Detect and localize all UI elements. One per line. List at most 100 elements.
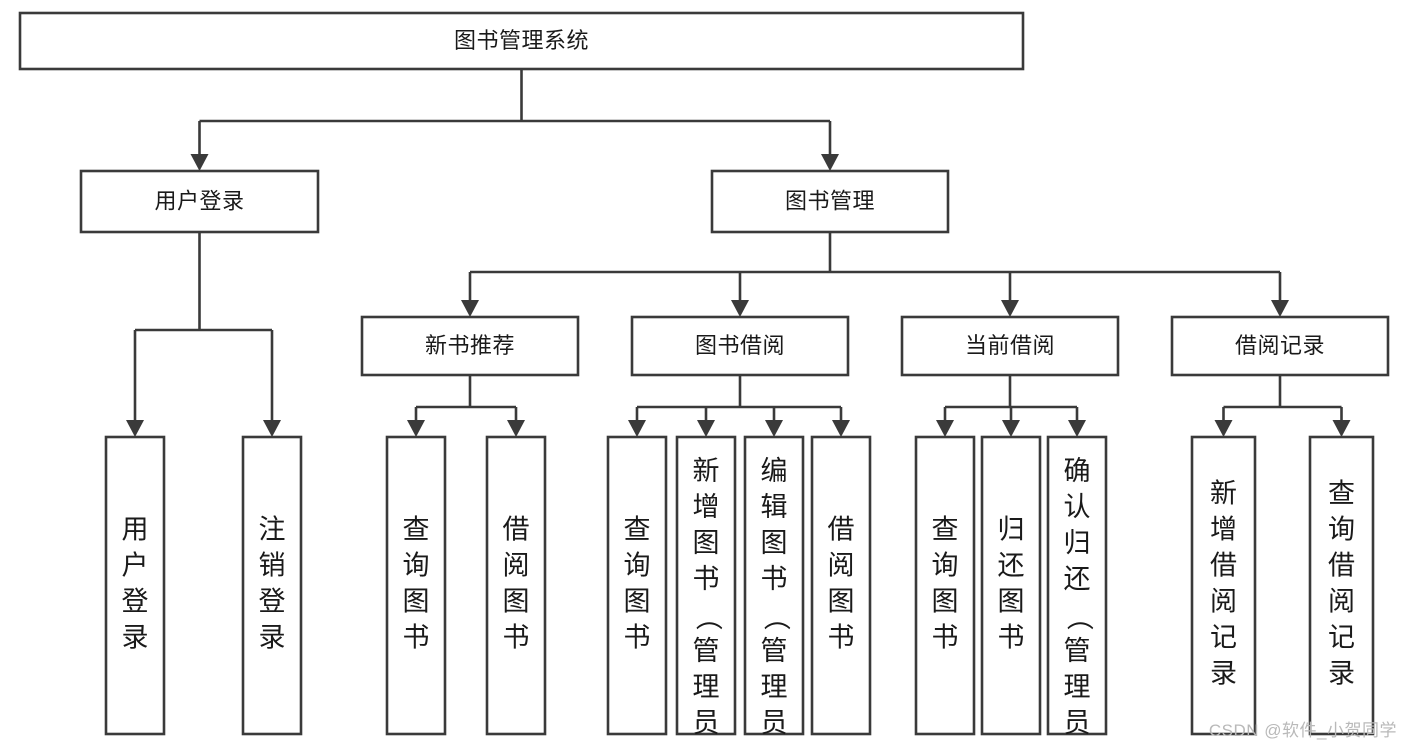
node-label-char: 查 [932, 515, 959, 545]
arrow-head-icon [1001, 300, 1019, 317]
node-box [18, 11, 1025, 71]
node-label-char: 增 [693, 492, 720, 522]
node-label: 图书管理系统 [454, 28, 589, 53]
node-label-char: 注 [259, 515, 286, 545]
connector-layer [126, 69, 1351, 437]
node-box [914, 435, 976, 736]
node-label-char: 查 [624, 515, 651, 545]
node-label-char: 用 [122, 515, 149, 545]
node-leaf-add-record[interactable]: 新增借阅记录新增借阅记录 [0, 0, 1257, 736]
arrow-head-icon [697, 420, 715, 437]
node-box [630, 315, 850, 377]
node-label: 用户登录 [154, 188, 244, 213]
node-box [606, 435, 668, 736]
node-label: 借阅记录 [1235, 333, 1325, 358]
node-label: 图书管理 [785, 188, 875, 213]
node-label-char: 归 [998, 515, 1025, 545]
node-label-char: 借 [503, 515, 530, 545]
node-label-char: 阅 [828, 551, 855, 581]
node-box [980, 435, 1042, 736]
node-leaf-query-book-3[interactable]: 查询图书查询图书 [0, 0, 976, 736]
arrow-head-icon [190, 154, 209, 171]
node-label-char: 书 [998, 623, 1025, 653]
node-leaf-borrow-book-1[interactable]: 借阅图书借阅图书 [0, 0, 547, 736]
node-box [900, 315, 1120, 377]
node-label-char: 新 [1210, 479, 1237, 509]
node-label-char: 理 [1064, 672, 1091, 702]
node-label-char: 记 [1328, 623, 1355, 653]
node-label-char: 理 [693, 672, 720, 702]
node-label-char: 查 [403, 515, 430, 545]
node-label-char: 确 [1064, 456, 1091, 486]
node-root[interactable]: 图书管理系统 [18, 11, 1025, 71]
node-label-char: 书 [932, 623, 959, 653]
node-box [79, 169, 320, 234]
arrow-head-icon [1002, 420, 1020, 437]
node-label-char: 图 [932, 587, 959, 617]
node-label-char: 图 [998, 587, 1025, 617]
node-leaf-return-book[interactable]: 归还图书归还图书 [0, 0, 1042, 736]
arrow-head-icon [765, 420, 783, 437]
csdn-watermark: CSDN @软件_小贺同学 [1208, 721, 1397, 740]
node-label-char: 询 [1328, 515, 1355, 545]
node-label-char: 理 [761, 672, 788, 702]
node-label-char: 图 [403, 587, 430, 617]
arrow-head-icon [731, 300, 749, 317]
node-label-char: 录 [122, 623, 149, 653]
node-label-char: 还 [1064, 564, 1091, 594]
node-leaf-borrow-book-2[interactable]: 借阅图书借阅图书 [0, 0, 872, 736]
node-user-login[interactable]: 用户登录 [79, 169, 320, 234]
node-leaf-query-record[interactable]: 查询借阅记录查询借阅记录 [0, 0, 1375, 736]
node-label: 新书推荐 [425, 333, 515, 358]
node-label-char: （ [761, 604, 791, 631]
node-label: 当前借阅 [965, 333, 1055, 358]
node-label-char: 登 [259, 587, 286, 617]
node-box [385, 435, 447, 736]
node-label-char: 辑 [761, 492, 788, 522]
node-label-char: 录 [259, 623, 286, 653]
arrow-head-icon [1068, 420, 1086, 437]
node-label-char: 增 [1210, 515, 1237, 545]
node-label-char: 认 [1064, 492, 1091, 522]
node-box [810, 435, 872, 736]
node-label-char: 图 [828, 587, 855, 617]
node-book-borrow[interactable]: 图书借阅 [630, 315, 850, 377]
node-label-char: 还 [998, 551, 1025, 581]
node-label-char: 书 [828, 623, 855, 653]
node-box [743, 435, 805, 736]
node-leaf-query-book-2[interactable]: 查询图书查询图书 [0, 0, 668, 736]
node-borrow-record[interactable]: 借阅记录 [1170, 315, 1390, 377]
node-label-char: 书 [693, 564, 720, 594]
arrow-head-icon [628, 420, 646, 437]
node-box [241, 435, 303, 736]
node-leaf-user-login[interactable]: 用户登录用户登录 [0, 0, 166, 736]
node-label-char: 新 [693, 456, 720, 486]
node-label-char: 书 [503, 623, 530, 653]
node-box [1190, 435, 1257, 736]
node-book-manage[interactable]: 图书管理 [710, 169, 950, 234]
node-box [360, 315, 580, 377]
node-label-char: 记 [1210, 623, 1237, 653]
arrow-head-icon [832, 420, 850, 437]
node-label-char: （ [693, 604, 723, 631]
node-current-borrow[interactable]: 当前借阅 [900, 315, 1120, 377]
node-label-char: 员 [693, 708, 720, 738]
node-label-char: 图 [624, 587, 651, 617]
node-label-char: 登 [122, 587, 149, 617]
node-label-char: 询 [624, 551, 651, 581]
node-leaf-query-book-1[interactable]: 查询图书查询图书 [0, 0, 447, 736]
arrow-head-icon [1332, 420, 1351, 437]
node-label-char: 阅 [503, 551, 530, 581]
node-new-book-recommend[interactable]: 新书推荐 [360, 315, 580, 377]
arrow-head-icon [507, 420, 525, 437]
node-label-char: 询 [403, 551, 430, 581]
node-box [104, 435, 166, 736]
node-leaf-logout[interactable]: 注销登录注销登录 [0, 0, 303, 736]
node-label-char: 管 [1064, 636, 1091, 666]
arrow-head-icon [936, 420, 954, 437]
node-label-char: 阅 [1328, 587, 1355, 617]
